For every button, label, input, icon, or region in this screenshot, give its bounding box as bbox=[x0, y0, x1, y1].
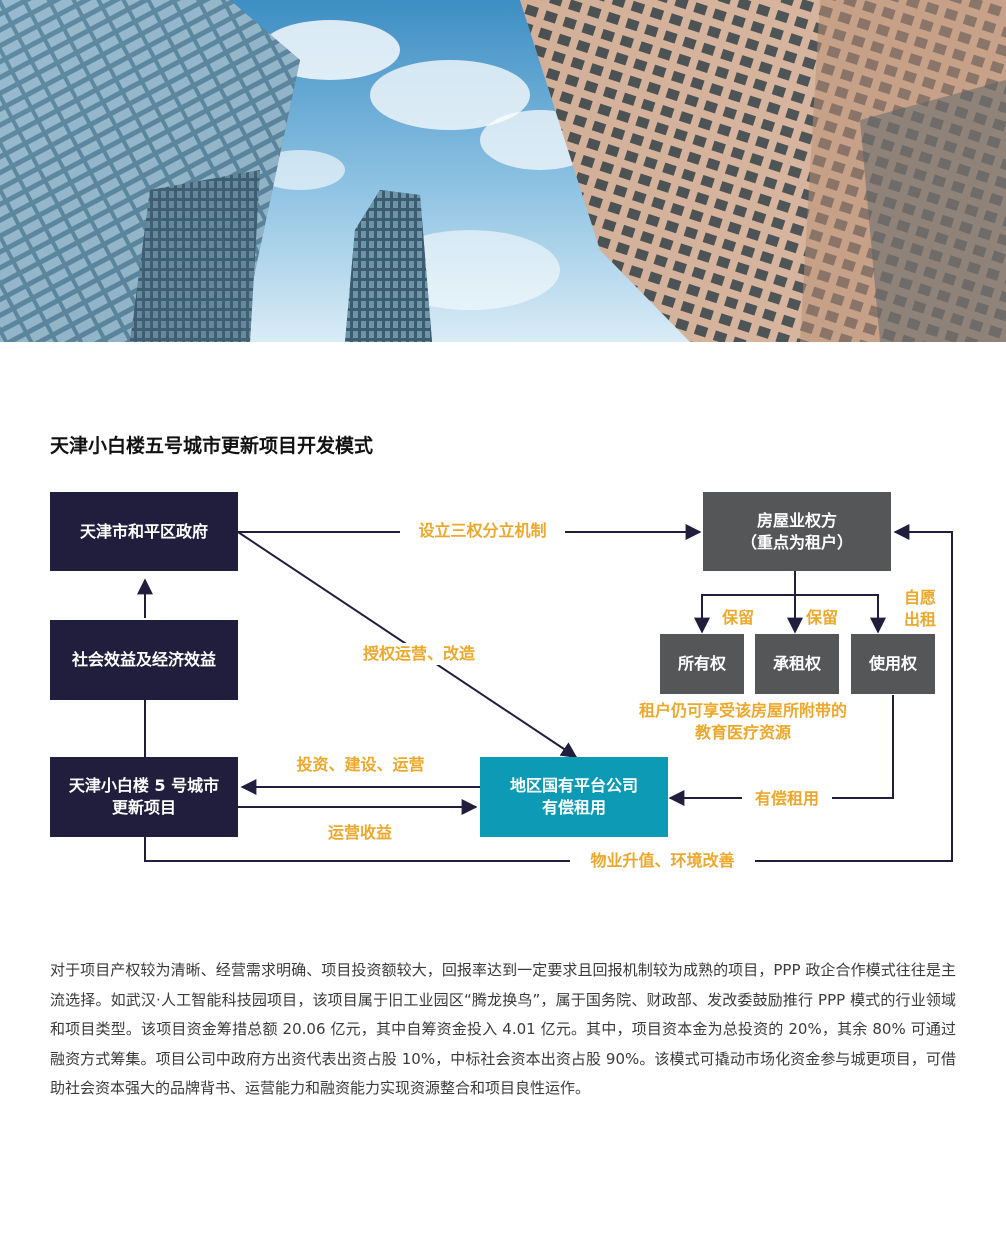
node-property-owner: 房屋业权方 （重点为租户） bbox=[703, 492, 891, 571]
arrow-owner-to-usage bbox=[795, 594, 886, 634]
label-tenant-note: 租户仍可享受该房屋所附带的 教育医疗资源 bbox=[638, 701, 847, 742]
node-government: 天津市和平区政府 bbox=[50, 492, 238, 571]
hero-photo bbox=[0, 0, 1006, 342]
node-social-economic-benefit: 社会效益及经济效益 bbox=[50, 620, 238, 700]
label-property-appreciation: 物业升值、环境改善 bbox=[570, 850, 755, 872]
skyscrapers-photo-image bbox=[0, 0, 1006, 342]
node-xiaobailou-project: 天津小白楼 5 号城市 更新项目 bbox=[50, 757, 238, 837]
label-invest-build-operate: 投资、建设、运营 bbox=[296, 755, 425, 774]
label-operating-revenue: 运营收益 bbox=[327, 823, 392, 842]
node-lease-right: 承租权 bbox=[755, 634, 839, 694]
label-authorize: 授权运营、改造 bbox=[346, 643, 492, 665]
development-model-diagram: 天津市和平区政府 社会效益及经济效益 天津小白楼 5 号城市 更新项目 房屋业权… bbox=[0, 470, 1006, 890]
label-voluntary-rent: 自愿 出租 bbox=[903, 588, 936, 629]
label-retain-1: 保留 bbox=[721, 608, 754, 627]
label-paid-lease: 有偿租用 bbox=[742, 788, 832, 810]
body-paragraph: 对于项目产权较为清晰、经营需求明确、项目投资额较大，回报率达到一定要求且回报机制… bbox=[50, 961, 956, 1097]
arrow-owner-to-ownership bbox=[694, 594, 795, 634]
label-three-rights: 设立三权分立机制 bbox=[400, 520, 565, 542]
node-usage-right: 使用权 bbox=[851, 634, 935, 694]
diagram-title: 天津小白楼五号城市更新项目开发模式 bbox=[50, 435, 374, 457]
label-retain-2: 保留 bbox=[805, 608, 838, 627]
node-state-platform-company: 地区国有平台公司 有偿租用 bbox=[480, 757, 668, 837]
node-ownership-right: 所有权 bbox=[660, 634, 744, 694]
arrow-appreciation-loop bbox=[144, 524, 953, 862]
